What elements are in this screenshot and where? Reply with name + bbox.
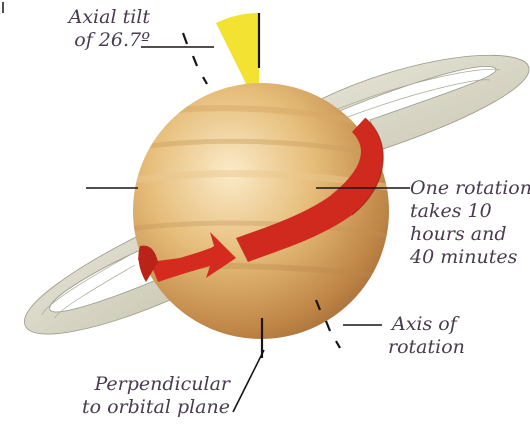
- axis-label: Axis of rotation: [388, 313, 465, 359]
- perp-line2: to orbital plane: [60, 396, 230, 419]
- rotation-label: One rotation takes 10 hours and 40 minut…: [410, 177, 530, 269]
- axis-line2: rotation: [388, 336, 465, 359]
- rotation-line1: One rotation: [410, 177, 530, 200]
- perp-line1: Perpendicular: [60, 373, 230, 396]
- axial-tilt-line2: of 26.7º: [50, 29, 150, 52]
- axial-tilt-line1: Axial tilt: [50, 6, 150, 29]
- perpendicular-label: Perpendicular to orbital plane: [60, 373, 230, 419]
- rotation-line3: hours and: [410, 223, 530, 246]
- axial-tilt-label: Axial tilt of 26.7º: [50, 6, 150, 52]
- axis-line1: Axis of: [388, 313, 465, 336]
- perpendicular-leader: [233, 350, 264, 412]
- rotation-line4: 40 minutes: [410, 246, 530, 269]
- rotation-line2: takes 10: [410, 200, 530, 223]
